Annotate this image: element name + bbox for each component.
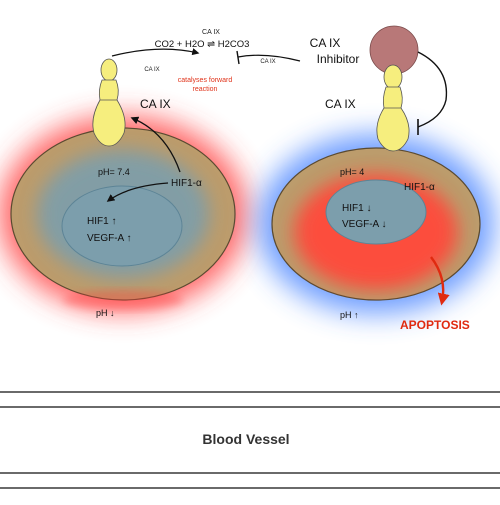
right-ph-label: pH= 4 [340,167,364,177]
reaction-right-inhibit-bar [236,50,240,65]
reaction-left-arrow-label: CA IX [144,67,159,73]
blood-vessel-label: Blood Vessel [202,431,289,447]
left-ph-label: pH= 7.4 [98,167,130,177]
reaction-equation: CO2 + H2O ⇌ H2CO3 [155,39,250,50]
reaction-right-arrow-label: CA IX [260,59,275,65]
reaction-note-line2: reaction [193,86,218,93]
left-receptor-base [92,99,126,147]
inhibitor-line1: CA IX [310,36,341,50]
left-hif-to-receptor-arrow [130,116,181,173]
right-receptor-label: CA IX [325,97,356,111]
reaction-group: CA IX CO2 + H2O ⇌ H2CO3 CA IX CA IX cata… [111,29,301,93]
apoptosis-label: APOPTOSIS [400,318,470,332]
left-cell: CA IX pH= 7.4 HIF1-α HIF1 ↑ VEGF-A ↑ pH … [0,58,247,318]
left-hif-label: HIF1-α [171,178,202,189]
right-below-label: pH ↑ [340,310,359,320]
left-receptor-label: CA IX [140,97,171,111]
left-cell-nucleus [61,185,183,267]
inhibitor-line2: Inhibitor [317,52,360,66]
left-receptor-head [100,58,118,82]
right-receptor [376,64,410,152]
blood-vessel: Blood Vessel [0,391,500,489]
right-hif-label: HIF1-α [404,182,435,193]
right-receptor-head [383,64,403,90]
reaction-left-arc-arrow [111,48,200,57]
left-nucleus-line1: HIF1 ↑ [87,216,116,227]
right-receptor-base [376,107,410,152]
right-nucleus-line2: VEGF-A ↓ [342,219,386,230]
apoptosis-arrow [430,256,450,306]
inhibitor-to-receptor-inhibit-line [417,51,448,128]
left-below-label: pH ↓ [96,308,115,318]
right-cell: CA IX Inhibitor CA IX pH= 4 HIF1-α HIF1 … [258,25,494,332]
reaction-note-line1: catalyses forward [178,77,233,84]
right-cell-nucleus [325,179,427,245]
right-nucleus-line1: HIF1 ↓ [342,203,371,214]
left-cell-red-bottom [63,290,183,310]
reaction-right-inhibit-line [237,54,301,62]
left-receptor [92,58,126,147]
left-hif-to-nucleus-arrow [106,182,169,202]
left-nucleus-line2: VEGF-A ↑ [87,233,131,244]
reaction-enzyme-label: CA IX [202,29,220,36]
